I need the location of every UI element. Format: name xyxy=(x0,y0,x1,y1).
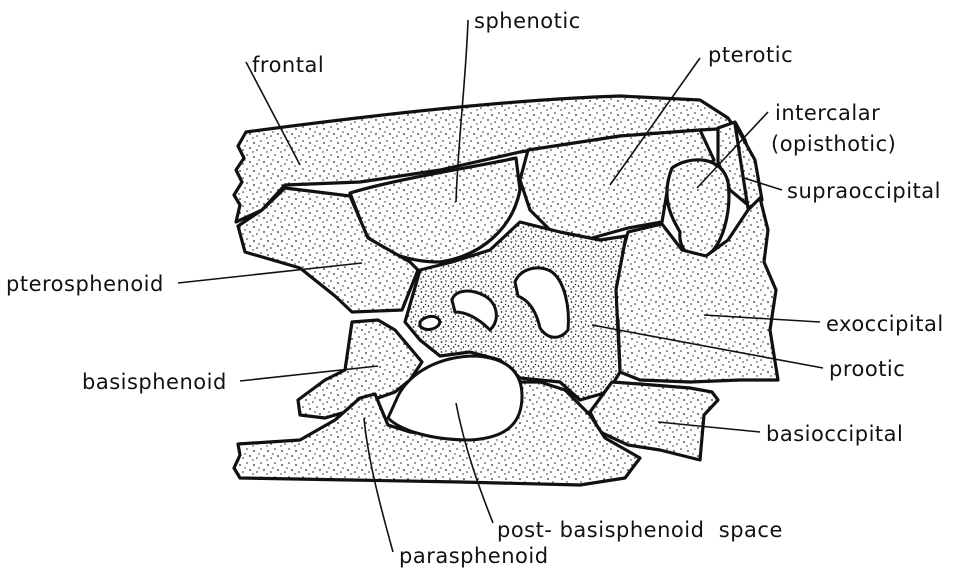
prootic-foramen-small xyxy=(420,316,440,329)
supraoccipital-label: supraoccipital xyxy=(787,179,941,203)
opisthotic-label: (opisthotic) xyxy=(771,132,896,156)
post-basisphenoid-space-label: post- basisphenoid space xyxy=(497,518,783,542)
parasphenoid-label: parasphenoid xyxy=(399,544,549,568)
frontal-label: frontal xyxy=(252,53,324,77)
exoccipital-label: exoccipital xyxy=(826,312,944,336)
pterosphenoid-label: pterosphenoid xyxy=(6,272,164,296)
pterotic-label: pterotic xyxy=(708,43,793,67)
basioccipital-label: basioccipital xyxy=(766,422,903,446)
basisphenoid-label: basisphenoid xyxy=(82,370,227,394)
prootic-label: prootic xyxy=(829,357,905,381)
intercalar-label: intercalar xyxy=(775,101,880,125)
sphenotic-label: sphenotic xyxy=(474,9,581,33)
